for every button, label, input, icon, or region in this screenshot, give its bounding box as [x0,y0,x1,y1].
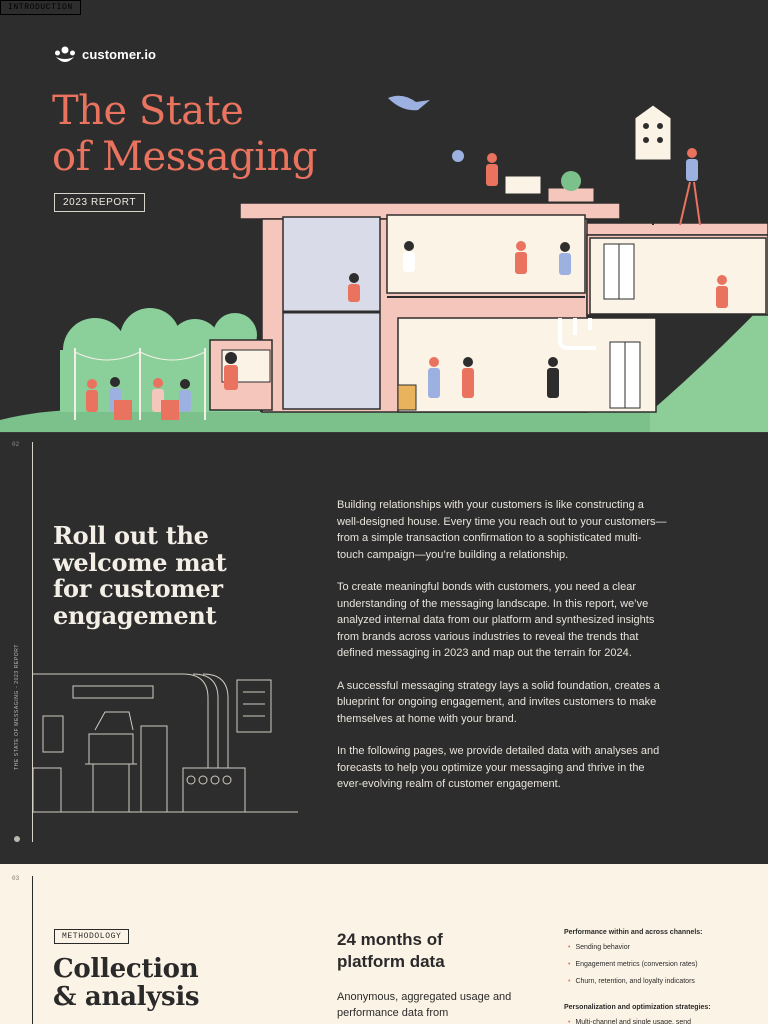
list-item: Sending behavior [568,939,698,956]
methodology-description: Anonymous, aggregated usage and performa… [337,991,512,1019]
intro-title: Roll out the welcome mat for customer en… [53,521,227,630]
customerio-logo-icon [55,46,75,62]
list-title-personalization: Personalization and optimization strateg… [564,1004,711,1011]
margin-rule [32,876,33,1024]
report-title-line-2: of Messaging [52,134,317,180]
methodology-title-line: Collection [53,954,199,984]
room-line-illustration [33,673,298,813]
intro-body: Building relationships with your custome… [337,497,667,809]
performance-list: Sending behavior Engagement metrics (con… [568,939,698,990]
house-illustration [0,95,768,432]
list-item: Multi-channel and single usage, send [568,1014,691,1024]
section-tag-methodology: METHODOLOGY [54,929,130,944]
report-title-line-1: The State [52,88,244,134]
intro-title-line: for customer [53,574,223,603]
intro-paragraph: To create meaningful bonds with customer… [337,581,655,659]
methodology-title-line: & analysis [53,982,200,1012]
section-tag-introduction: INTRODUCTION [0,0,81,15]
intro-paragraph: Building relationships with your custome… [337,499,667,561]
intro-paragraph: A successful messaging strategy lays a s… [337,679,660,725]
cover-section: customer.io The State of Messaging 2023 … [0,0,768,432]
methodology-heading: 24 months of platform data [337,930,445,971]
intro-paragraph: In the following pages, we provide detai… [337,745,660,790]
running-footer: THE STATE OF MESSAGING - 2023 REPORT [14,643,20,770]
margin-rule [32,442,33,842]
brand-name: customer.io [82,46,157,62]
list-item: Churn, retention, and loyalty indicators [568,973,698,990]
report-title: The State of Messaging [52,88,317,180]
page-number: 03 [12,875,20,882]
intro-title-line: engagement [53,600,217,630]
report-year-badge: 2023 REPORT [54,193,146,212]
intro-title-line: welcome mat [53,547,227,577]
list-item: Engagement metrics (conversion rates) [568,956,697,973]
brand-logo[interactable]: customer.io [54,45,156,63]
personalization-list: Multi-channel and single usage, send [568,1014,691,1024]
intro-title-line: Roll out the [53,521,209,550]
footer-logo-icon [14,836,20,842]
methodology-title: Collection & analysis [53,954,200,1012]
page-number: 02 [12,441,20,448]
list-title-performance: Performance within and across channels: [564,929,703,936]
introduction-section [0,432,768,864]
